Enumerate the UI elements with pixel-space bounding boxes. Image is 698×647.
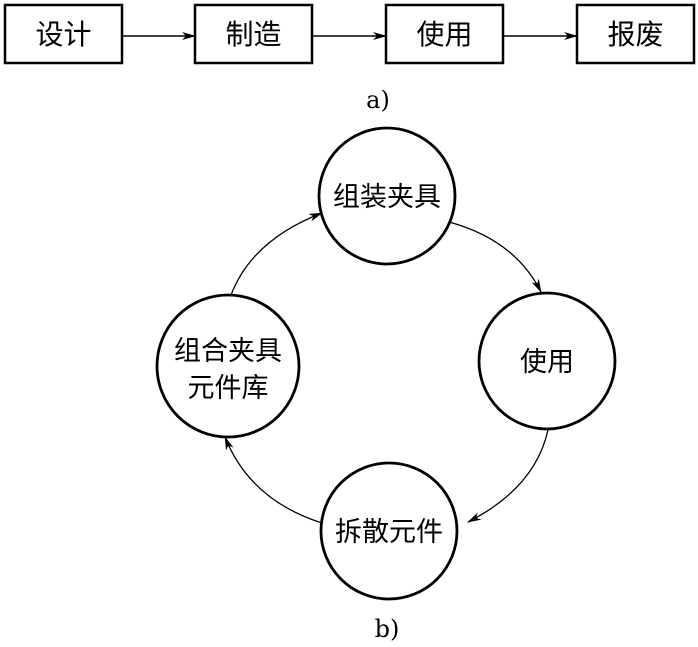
arc-use-to-disassemble <box>467 429 549 523</box>
caption-b: b) <box>375 615 400 643</box>
step-label-design: 设计 <box>35 18 91 51</box>
node-circle-disassemble <box>319 461 459 601</box>
node-label-assemble: 组装夹具 <box>333 182 441 213</box>
step-box-use <box>384 3 505 65</box>
arc-assemble-to-use <box>448 221 542 293</box>
cycle-diagram: 组装夹具 使用 拆散元件 组合夹具 元件库 b) <box>155 126 617 643</box>
arc-library-to-assemble <box>230 212 323 296</box>
linear-flow: 设计 制造 使用 报废 a) <box>3 3 696 114</box>
node-circle-assemble <box>317 126 457 266</box>
node-label-library-line2: 元件库 <box>188 373 269 404</box>
node-label-disassemble: 拆散元件 <box>335 517 443 548</box>
step-label-scrap: 报废 <box>607 18 663 51</box>
step-label-use: 使用 <box>416 18 472 51</box>
step-label-manufacture: 制造 <box>225 18 281 51</box>
node-label-use: 使用 <box>520 347 574 378</box>
arc-disassemble-to-library <box>224 436 323 524</box>
node-circle-use <box>477 291 617 431</box>
node-label-library-line1: 组合夹具 <box>174 336 282 367</box>
node-circle-library <box>155 293 301 439</box>
step-box-manufacture <box>193 3 314 65</box>
step-box-design <box>3 3 124 65</box>
caption-a: a) <box>366 86 390 114</box>
step-box-scrap <box>575 3 696 65</box>
